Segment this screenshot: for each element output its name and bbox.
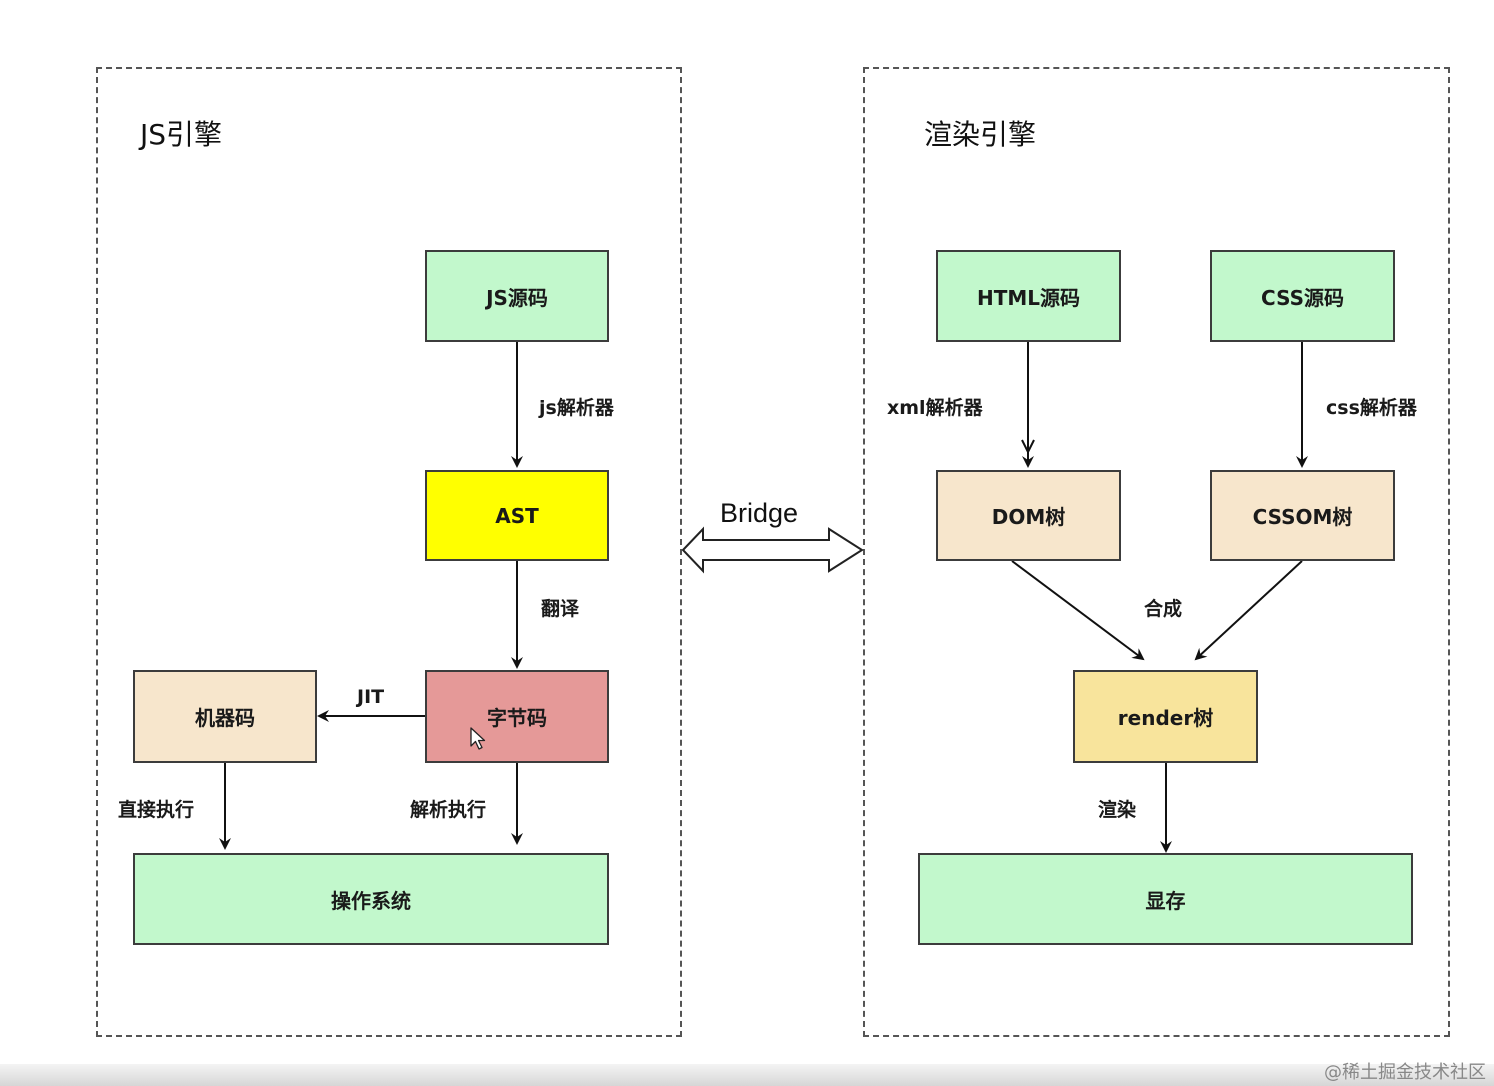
label-interpret-exec: 解析执行 bbox=[410, 799, 487, 821]
render-engine-panel bbox=[863, 67, 1450, 1037]
node-machine-code: 机器码 bbox=[133, 670, 317, 763]
node-ast: AST bbox=[425, 470, 609, 561]
footer-bar bbox=[0, 1064, 1494, 1086]
edge-dom-render bbox=[1011, 560, 1145, 661]
mouse-cursor-icon bbox=[470, 727, 486, 750]
node-os: 操作系统 bbox=[133, 853, 609, 945]
node-js-source: JS源码 bbox=[425, 250, 609, 342]
node-render-tree: render树 bbox=[1073, 670, 1258, 763]
watermark: @稀土掘金技术社区 bbox=[1324, 1062, 1486, 1083]
node-video-memory: 显存 bbox=[918, 853, 1413, 945]
label-xml-parser: xml解析器 bbox=[887, 397, 983, 419]
label-css-parser: css解析器 bbox=[1326, 397, 1417, 419]
node-bytecode: 字节码 bbox=[425, 670, 609, 763]
node-cssom-tree: CSSOM树 bbox=[1210, 470, 1395, 561]
bridge-double-arrow bbox=[681, 526, 864, 574]
node-dom-tree: DOM树 bbox=[936, 470, 1121, 561]
js-engine-panel bbox=[96, 67, 682, 1037]
label-direct-exec: 直接执行 bbox=[118, 799, 195, 821]
render-engine-title: 渲染引擎 bbox=[924, 118, 1037, 151]
label-render: 渲染 bbox=[1098, 799, 1137, 821]
label-translate: 翻译 bbox=[541, 598, 580, 620]
node-html-source: HTML源码 bbox=[936, 250, 1121, 342]
node-css-source: CSS源码 bbox=[1210, 250, 1395, 342]
label-compose: 合成 bbox=[1144, 598, 1183, 620]
bridge-label: Bridge bbox=[720, 498, 799, 528]
label-jit: JIT bbox=[357, 686, 385, 708]
js-engine-title: JS引擎 bbox=[140, 118, 223, 151]
edge-html-dom-extra-tip bbox=[1021, 439, 1035, 455]
label-js-parser: js解析器 bbox=[539, 397, 614, 419]
edge-cssom-render bbox=[1194, 560, 1303, 661]
